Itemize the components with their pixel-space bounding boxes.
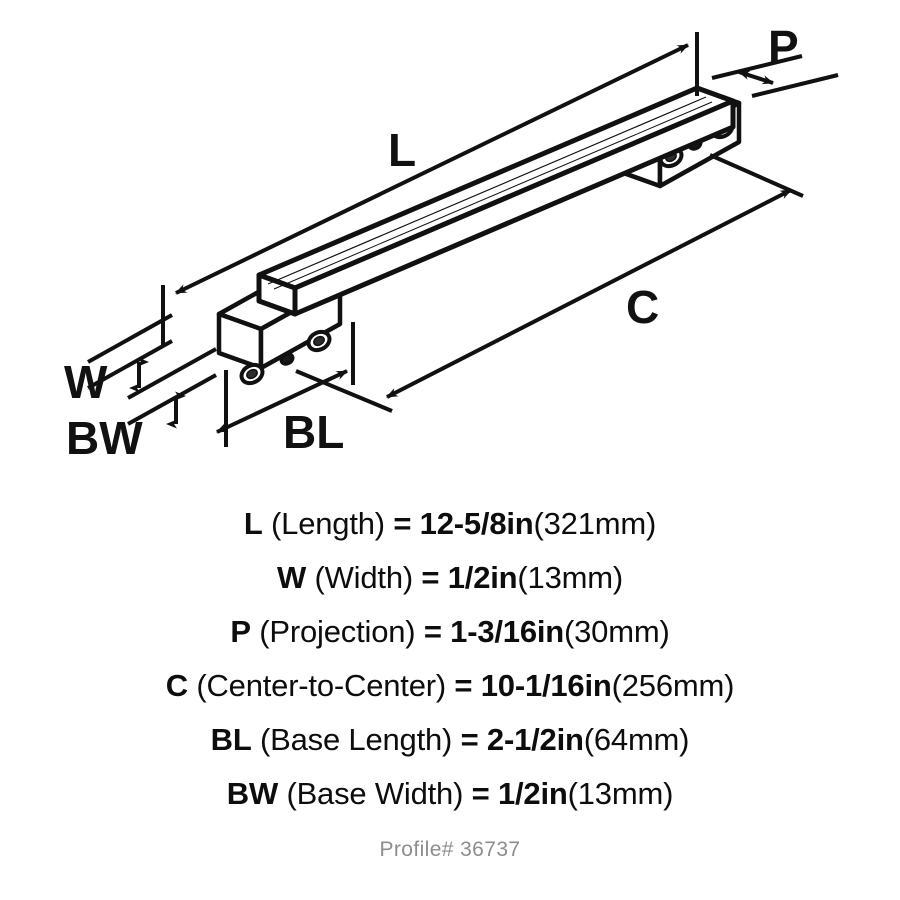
projection-label: P [768,21,799,73]
base-length-label: BL [283,406,344,458]
grip-bar-highlight-line [267,96,707,285]
spec-symbol: W [277,560,307,595]
spec-line-center-to-center: C (Center-to-Center) = 10-1/16in(256mm) [0,659,900,713]
spec-line-base-width: BW (Base Width) = 1/2in(13mm) [0,767,900,821]
dimension-base-length: BL [216,322,355,458]
spec-symbol: BL [210,722,252,757]
spec-value-inches: 12-5/8in [419,506,534,541]
spec-line-projection: P (Projection) = 1-3/16in(30mm) [0,605,900,659]
isometric-pull-drawing: L P C BL [64,21,839,464]
spec-value-inches: 1/2in [497,776,568,811]
spec-name: (Projection) [259,614,416,649]
spec-symbol: P [230,614,251,649]
spec-equals: = [460,722,479,757]
dimension-width: W [64,313,173,408]
spec-value-inches: 1-3/16in [450,614,565,649]
spec-line-base-length: BL (Base Length) = 2-1/2in(64mm) [0,713,900,767]
ctc-extension-line-right [709,153,804,198]
grip-bar-highlight-line [273,101,713,290]
length-label: L [388,124,416,176]
center-to-center-label: C [626,281,659,333]
spec-value-inches: 10-1/16in [480,668,612,703]
pull-body [216,85,742,386]
spec-equals: = [421,560,440,595]
spec-name: (Length) [271,506,385,541]
spec-symbol: BW [226,776,279,811]
spec-value-mm: (64mm) [583,722,690,757]
projection-extension-line-outer [751,73,839,98]
spec-equals: = [471,776,490,811]
spec-symbol: L [243,506,263,541]
spec-line-width: W (Width) = 1/2in(13mm) [0,551,900,605]
dimension-base-width: BW [66,347,217,464]
spec-symbol: C [165,668,188,703]
spec-equals: = [423,614,442,649]
spec-value-mm: (256mm) [611,668,735,703]
spec-name: (Center-to-Center) [196,668,446,703]
spec-name: (Width) [314,560,414,595]
width-extension-line-top [87,313,173,364]
spec-value-inches: 1/2in [447,560,518,595]
spec-equals: = [454,668,473,703]
dimension-projection: P [711,21,839,98]
dimension-spec-list: L (Length) = 12-5/8in(321mm) W (Width) =… [0,497,900,821]
ctc-dimension-line [386,188,792,399]
projection-dimension-line [738,70,774,85]
spec-name: (Base Length) [260,722,453,757]
width-label: W [64,356,108,408]
projection-extension-line-inner [711,54,803,80]
screw-hole-inner-icon [313,335,325,347]
spec-equals: = [393,506,412,541]
base-width-extension-line-top [127,347,217,400]
center-pin-hole-icon [279,352,295,366]
spec-value-mm: (321mm) [533,506,657,541]
profile-number: Profile# 36737 [379,838,521,861]
spec-line-length: L (Length) = 12-5/8in(321mm) [0,497,900,551]
spec-name: (Base Width) [286,776,464,811]
length-dimension-line [175,43,689,295]
ctc-extension-line-left [295,369,393,413]
grip-bar [256,85,736,317]
base-width-label: BW [66,412,143,464]
spec-value-mm: (13mm) [567,776,674,811]
spec-value-mm: (13mm) [517,560,623,595]
spec-value-mm: (30mm) [564,614,670,649]
grip-bar-front-face [292,98,736,317]
product-dimension-drawing: L P C BL [64,21,839,464]
base-length-dimension-line [216,369,348,434]
dimension-length: L [161,32,699,345]
spec-value-inches: 2-1/2in [486,722,584,757]
